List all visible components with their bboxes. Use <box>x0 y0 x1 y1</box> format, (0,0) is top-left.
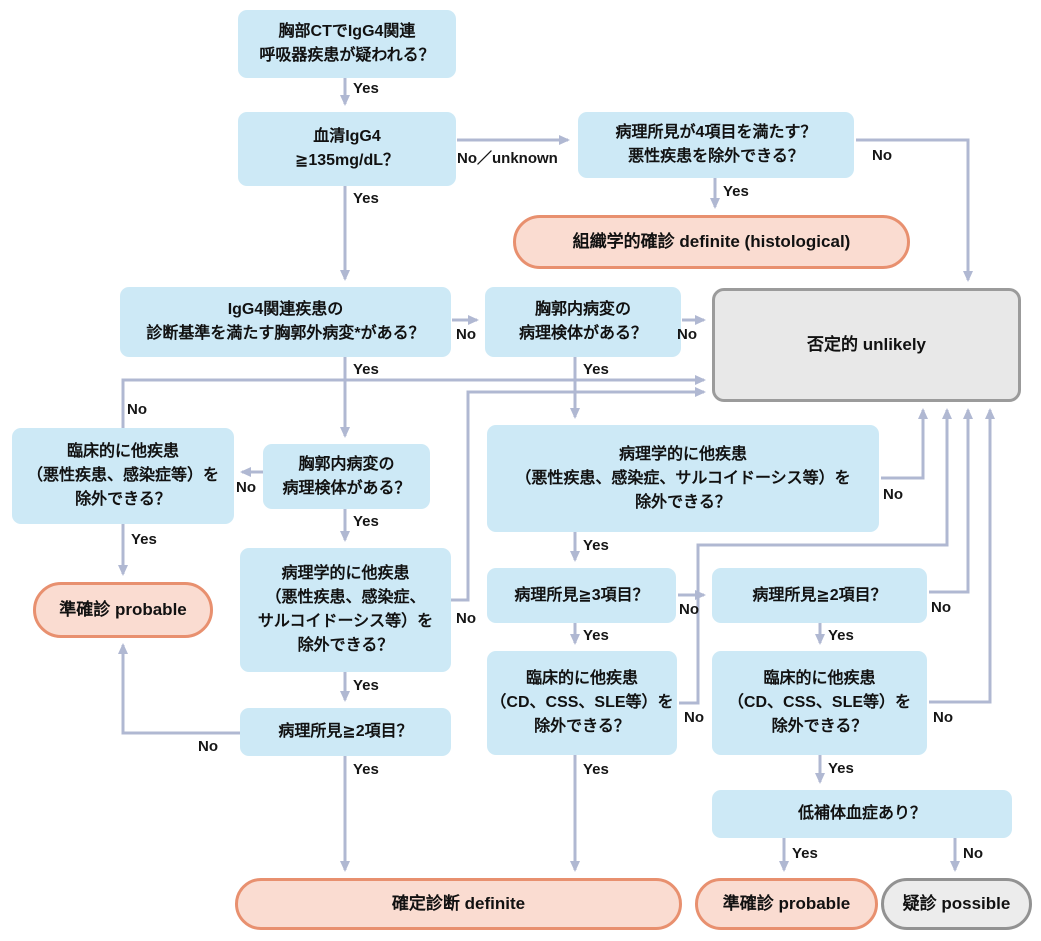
edge-label-specimen2-no: No <box>236 479 256 496</box>
connector-pathex-narrow-to-unlikely <box>451 387 706 602</box>
node-hypocomplementemia: 低補体血症あり？ <box>712 790 1012 838</box>
edge-label-pathex-wide-yes: Yes <box>583 537 609 554</box>
node-histological-definite: 組織学的確診 definite (histological) <box>513 215 910 269</box>
edge-label-2items-right-no: No <box>931 599 951 616</box>
node-extrathoracic-lesion: IgG4関連疾患の 診断基準を満たす胸郭外病変*がある？ <box>120 287 451 357</box>
node-path-exclude-other-wide: 病理学的に他疾患 （悪性疾患、感染症、サルコイドーシス等）を 除外できる？ <box>487 425 879 532</box>
connector-2items-left-to-probable1 <box>118 643 240 735</box>
edge-label-extrathoracic-no: No <box>456 326 476 343</box>
edge-label-2items-left-no: No <box>198 738 218 755</box>
node-path-3-items: 病理所見≧3項目？ <box>487 568 676 623</box>
edge-label-clinical-cd-left-yes: Yes <box>583 761 609 778</box>
edge-label-ct-yes: Yes <box>353 80 379 97</box>
node-probable-1: 準確診 probable <box>33 582 213 638</box>
edge-label-3items-no: No <box>679 601 699 618</box>
edge-label-2items-right-yes: Yes <box>828 627 854 644</box>
node-possible: 疑診 possible <box>881 878 1032 930</box>
edge-label-path4-yes: Yes <box>723 183 749 200</box>
edge-label-pathex-narrow-yes: Yes <box>353 677 379 694</box>
edge-label-clinical-cd-right-no: No <box>933 709 953 726</box>
node-clinical-exclude-other: 臨床的に他疾患 （悪性疾患、感染症等）を 除外できる？ <box>12 428 234 524</box>
connector-clinical-cd-left-to-unlikely <box>679 408 952 705</box>
node-path-exclude-other-narrow: 病理学的に他疾患 （悪性疾患、感染症、 サルコイドーシス等）を 除外できる？ <box>240 548 451 672</box>
connector-pathex-wide-to-unlikely <box>881 408 928 480</box>
edge-label-clinical-cd-left-no: No <box>684 709 704 726</box>
node-clinical-exclude-cd-right: 臨床的に他疾患 （CD、CSS、SLE等）を 除外できる？ <box>712 651 927 755</box>
edge-label-clinical1-no: No <box>127 401 147 418</box>
edge-label-clinical1-yes: Yes <box>131 531 157 548</box>
edge-label-pathex-narrow-no: No <box>456 610 476 627</box>
edge-label-2items-left-yes: Yes <box>353 761 379 778</box>
edge-label-hypo-no: No <box>963 845 983 862</box>
edge-label-extrathoracic-yes: Yes <box>353 361 379 378</box>
edge-label-specimen1-no: No <box>677 326 697 343</box>
node-intrathoracic-specimen-2: 胸郭内病変の 病理検体がある？ <box>263 444 430 509</box>
node-unlikely: 否定的 unlikely <box>712 288 1021 402</box>
connector-path4-to-unlikely <box>856 138 973 282</box>
node-definite: 確定診断 definite <box>235 878 682 930</box>
edge-label-hypo-yes: Yes <box>792 845 818 862</box>
edge-label-clinical-cd-right-yes: Yes <box>828 760 854 777</box>
edge-label-serum-no-unknown: No／unknown <box>457 150 558 167</box>
edge-label-specimen2-yes: Yes <box>353 513 379 530</box>
connector-clinical-cd-right-to-unlikely <box>929 408 995 704</box>
connector-2items-right-to-unlikely <box>929 408 973 594</box>
node-path-2-items-right: 病理所見≧2項目？ <box>712 568 927 623</box>
edge-label-specimen1-yes: Yes <box>583 361 609 378</box>
node-path-4-items: 病理所見が4項目を満たす？ 悪性疾患を除外できる？ <box>578 112 854 178</box>
edge-label-serum-yes: Yes <box>353 190 379 207</box>
connector-clinical1-to-unlikely <box>121 375 706 428</box>
node-serum-igg4: 血清IgG4 ≧135mg/dL？ <box>238 112 456 186</box>
edge-label-3items-yes: Yes <box>583 627 609 644</box>
node-clinical-exclude-cd-left: 臨床的に他疾患 （CD、CSS、SLE等）を 除外できる？ <box>487 651 677 755</box>
node-probable-2: 準確診 probable <box>695 878 878 930</box>
node-ct-suspicion: 胸部CTでIgG4関連 呼吸器疾患が疑われる？ <box>238 10 456 78</box>
edge-label-pathex-wide-no: No <box>883 486 903 503</box>
node-intrathoracic-specimen-1: 胸郭内病変の 病理検体がある？ <box>485 287 681 357</box>
edge-label-path4-no: No <box>872 147 892 164</box>
node-path-2-items-left: 病理所見≧2項目？ <box>240 708 451 756</box>
